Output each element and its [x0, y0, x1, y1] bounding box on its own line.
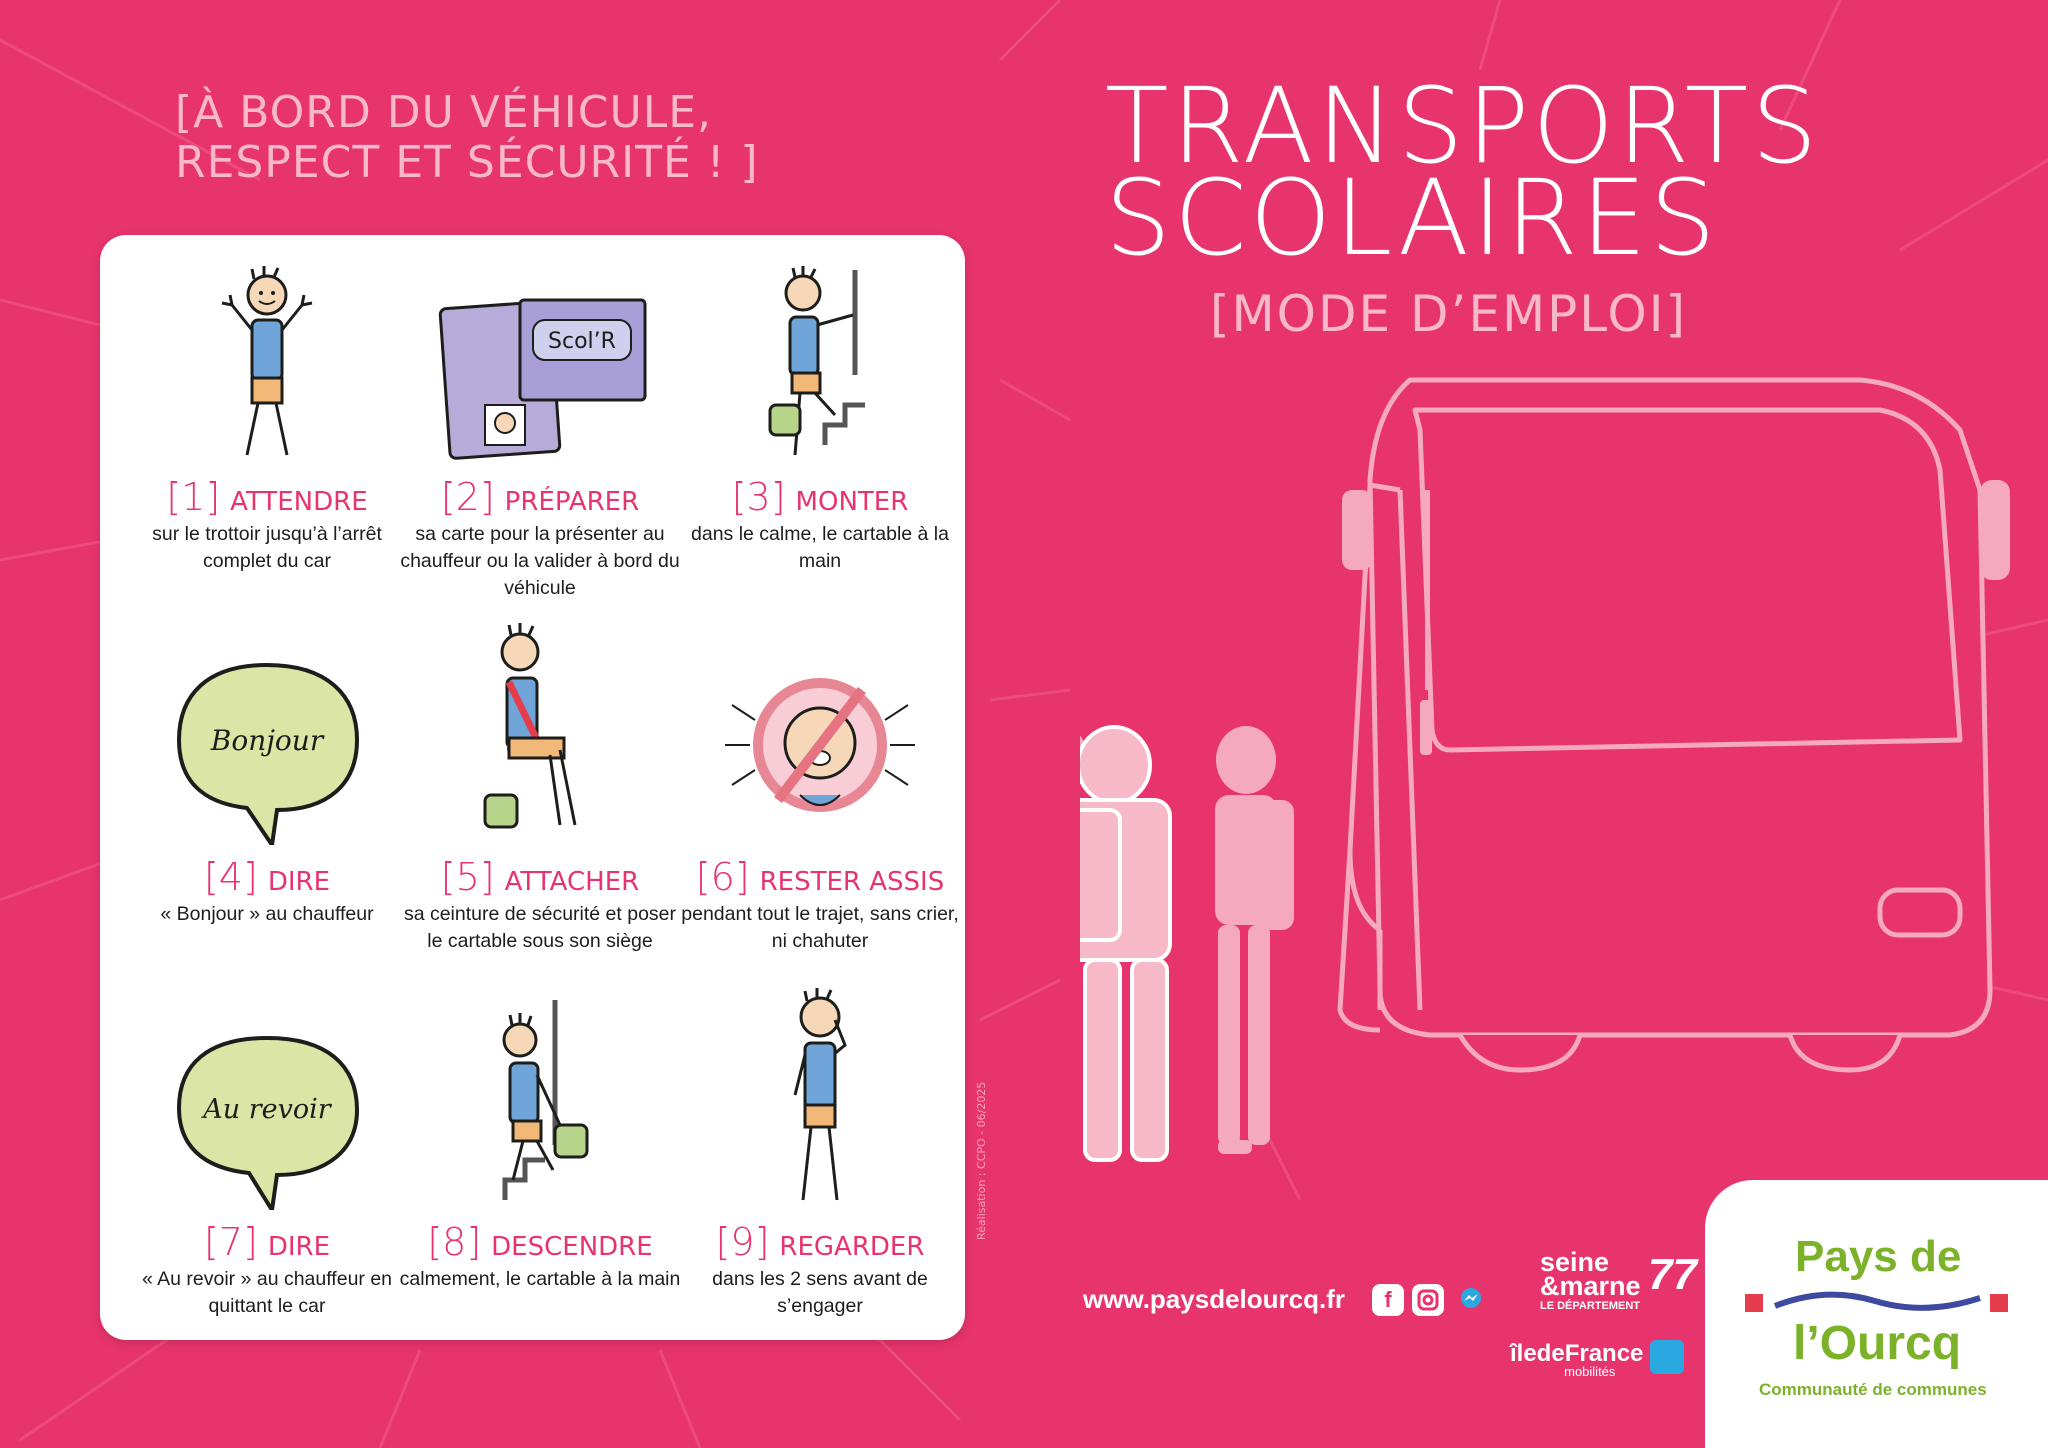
step-5: [5] ATTACHER sa ceinture de sécurité et p…: [395, 620, 685, 955]
page-title: TRANSPORTS SCOLAIRES: [1105, 65, 1821, 279]
step-number: [3]: [731, 475, 786, 519]
step-number: [7]: [203, 1220, 258, 1264]
waiting-child-icon: [221, 266, 313, 456]
heading-line-2: RESPECT ET SÉCURITÉ ! ]: [175, 137, 759, 188]
seated-child-belt-icon: [483, 623, 577, 829]
section-heading: [À BORD DU VÉHICULE, RESPECT ET SÉCURITÉ…: [175, 88, 759, 188]
bubble-text: Bonjour: [210, 724, 325, 757]
website-link[interactable]: www.paysdelourcq.fr: [1083, 1284, 1345, 1314]
step-description: dans les 2 sens avant de s’engager: [712, 1268, 928, 1317]
idf-sub: mobilités: [1564, 1364, 1616, 1379]
step-4: Bonjour [4] DIRE « Bonjour » au chauffeur: [122, 645, 412, 928]
step-number: [5]: [440, 855, 495, 899]
step-verb: ATTENDRE: [230, 487, 368, 517]
step-verb: RESTER ASSIS: [759, 867, 945, 897]
child-climbing-icon: [768, 266, 865, 456]
seine-et-marne-logo: seine &marne LE DÉPARTEMENT 77: [1540, 1247, 1697, 1313]
heading-line-1: [À BORD DU VÉHICULE,: [175, 87, 712, 138]
pdo-line-3: Communauté de communes: [1759, 1380, 1987, 1399]
step-9: [9] REGARDER dans les 2 sens avant de s’e…: [675, 985, 965, 1320]
step-verb: REGARDER: [779, 1232, 925, 1262]
no-shouting-icon: [725, 678, 915, 812]
credit-note: Réalisation : CCPO - 06/2025: [975, 1081, 988, 1240]
idf-mobilites-logo: îledeFrance mobilités: [1510, 1340, 1684, 1379]
step-description: dans le calme, le cartable à la main: [691, 523, 949, 572]
speech-bubble-icon: Au revoir: [176, 1035, 360, 1210]
page-subtitle: [MODE D’EMPLOI]: [1210, 285, 1687, 343]
facebook-icon[interactable]: f: [1372, 1284, 1404, 1316]
step-description: sur le trottoir jusqu’à l’arrêt complet …: [152, 523, 382, 572]
step-6: [6] RESTER ASSIS pendant tout le trajet, …: [675, 645, 965, 955]
step-description: sa ceinture de sécurité et poser le cart…: [403, 903, 677, 952]
sm-number: 77: [1648, 1250, 1697, 1299]
step-1: [1] ATTENDRE sur le trottoir jusqu’à l’ar…: [122, 265, 412, 575]
step-2: Scol’R [2] PRÉPARER sa carte pour la prés…: [395, 265, 685, 602]
card-label: Scol’R: [548, 329, 616, 354]
step-verb: MONTER: [795, 487, 909, 517]
step-number: [9]: [715, 1220, 770, 1264]
child-looking-icon: [793, 988, 847, 1201]
step-verb: ATTACHER: [504, 867, 640, 897]
step-3: [3] MONTER dans le calme, le cartable à l…: [675, 265, 965, 575]
speech-bubble-icon: Bonjour: [176, 662, 360, 845]
step-number: [6]: [695, 855, 750, 899]
idf-name: îledeFrance: [1510, 1340, 1644, 1367]
step-8: [8] DESCENDRE calmement, le cartable à la…: [395, 995, 685, 1293]
bubble-text: Au revoir: [200, 1094, 332, 1125]
step-verb: PRÉPARER: [504, 487, 640, 517]
title-line-1: TRANSPORTS: [1105, 65, 1821, 187]
child-descending-icon: [502, 1000, 589, 1200]
step-verb: DESCENDRE: [491, 1232, 653, 1262]
step-number: [4]: [203, 855, 258, 899]
title-line-2: SCOLAIRES: [1105, 157, 1719, 279]
step-verb: DIRE: [267, 1232, 330, 1262]
pdo-line-1: Pays de: [1795, 1232, 1962, 1281]
river-wave-icon: [1745, 1291, 2008, 1312]
step-number: [1]: [166, 475, 221, 519]
step-number: [2]: [440, 475, 495, 519]
pdo-line-2: l’Ourcq: [1793, 1317, 1962, 1370]
step-description: sa carte pour la présenter au chauffeur …: [400, 523, 680, 599]
instructions-card: [1] ATTENDRE sur le trottoir jusqu’à l’ar…: [100, 235, 965, 1340]
step-number: [8]: [427, 1220, 482, 1264]
step-7: Au revoir [7] DIRE « Au revoir » au chauf…: [122, 1020, 412, 1320]
messenger-icon[interactable]: [1458, 1286, 1484, 1312]
step-description: « Au revoir » au chauffeur en quittant l…: [141, 1268, 393, 1317]
instagram-icon[interactable]: [1412, 1284, 1444, 1316]
step-description: calmement, le cartable à la main: [399, 1268, 681, 1290]
pays-de-lourcq-logo: Pays de l’Ourcq Communauté de communes: [1705, 1180, 2048, 1448]
step-description: « Bonjour » au chauffeur: [160, 903, 374, 925]
bus-illustration: [1080, 377, 2010, 1162]
idf-person-icon: [1650, 1340, 1684, 1374]
sm-line-1: seine: [1540, 1247, 1610, 1277]
step-verb: DIRE: [267, 867, 330, 897]
sm-line-3: LE DÉPARTEMENT: [1540, 1300, 1641, 1312]
sm-line-2: &marne: [1540, 1271, 1641, 1301]
transport-card-icon: Scol’R: [438, 298, 647, 460]
step-description: pendant tout le trajet, sans crier, ni c…: [681, 903, 959, 952]
